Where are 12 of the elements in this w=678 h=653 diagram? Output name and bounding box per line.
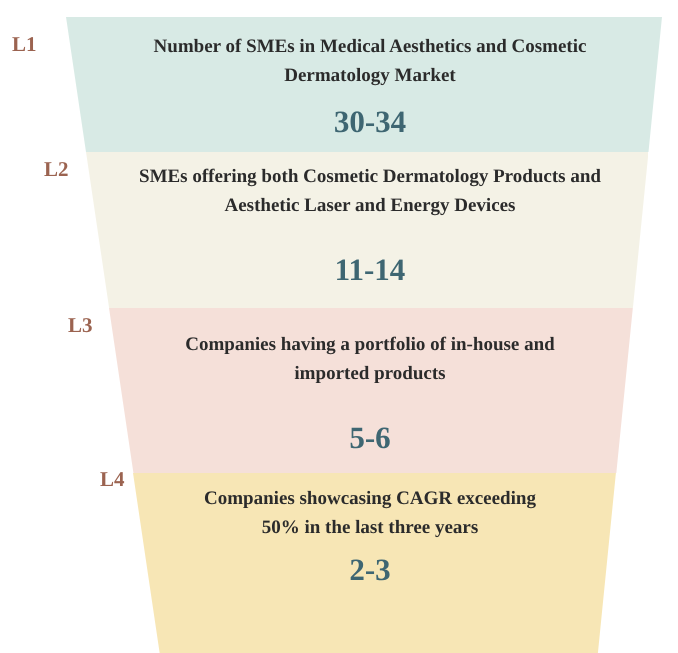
level-label: L1	[12, 32, 37, 57]
stage-title: Companies having a portfolio of in-house and imported products	[184, 333, 556, 386]
level-label: L3	[68, 313, 93, 338]
stage-title: SMEs offering both Cosmetic Dermatology Products and Aesthetic Laser and Energy Devices	[138, 165, 602, 218]
level-label: L2	[44, 157, 69, 182]
count-value: 5-6	[348, 420, 392, 456]
count-value: 30-34	[332, 104, 408, 140]
count-value: 2-3	[348, 552, 392, 588]
stage-title: Companies showcasing CAGR exceeding 50% in the last three years	[202, 487, 537, 540]
level-label: L4	[100, 467, 125, 492]
stage-title: Number of SMEs in Medical Aesthetics and Cosmetic Dermatology Market	[152, 35, 588, 88]
count-value: 11-14	[334, 252, 406, 288]
